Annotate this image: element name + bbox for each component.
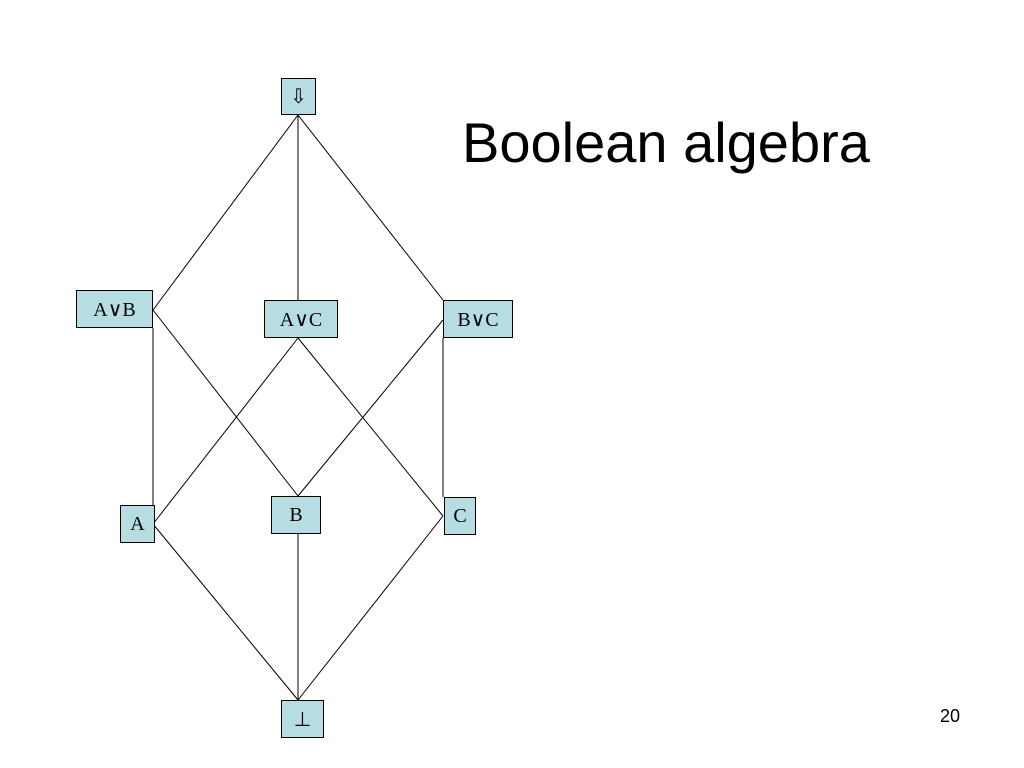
- node-a-or-b: A∨B: [76, 290, 153, 328]
- edge-b-or-c-to-b: [297, 319, 444, 497]
- edge-top-to-b-or-c: [297, 114, 444, 301]
- edge-top-to-a-or-b: [152, 114, 299, 311]
- edge-a-or-b-to-b: [152, 309, 299, 497]
- page-number: 20: [940, 706, 961, 726]
- node-b: B: [271, 496, 321, 534]
- node-a-or-c: A∨C: [264, 300, 338, 338]
- node-c: C: [444, 497, 476, 535]
- slide-title: Boolean algebra: [462, 111, 870, 174]
- edge-a-or-c-to-a: [152, 337, 299, 525]
- node-top: ⇩: [281, 78, 316, 115]
- edge-c-to-bottom: [297, 515, 444, 701]
- edge-a-to-bottom: [152, 523, 299, 701]
- node-b-or-c: B∨C: [443, 300, 513, 338]
- node-bottom: ⊥: [281, 700, 324, 738]
- edge-a-or-c-to-c: [297, 337, 444, 517]
- node-a: A: [120, 505, 155, 543]
